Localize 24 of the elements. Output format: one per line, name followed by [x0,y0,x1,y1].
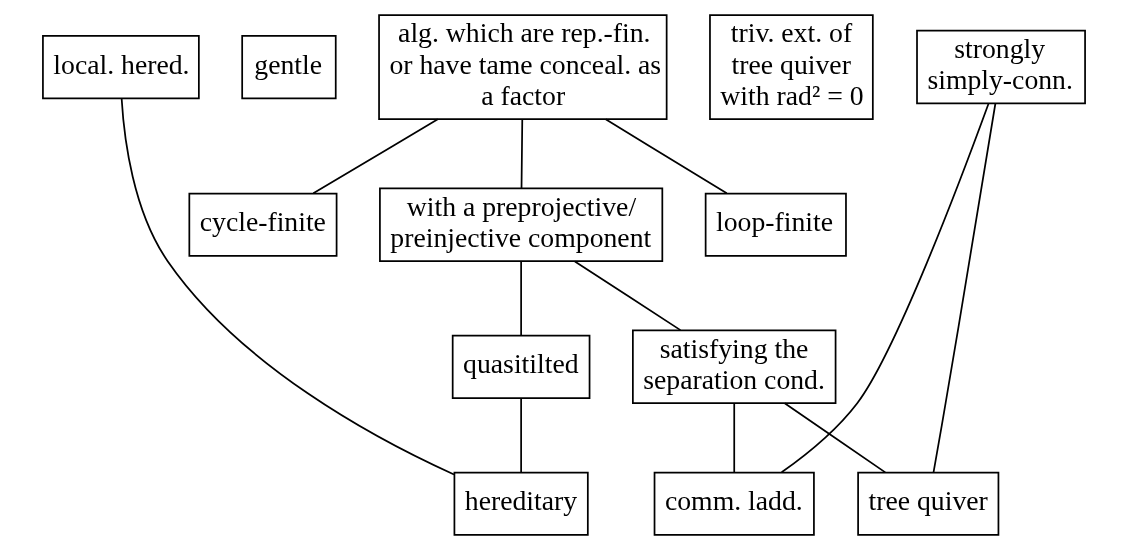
node-box: local. hered. [41,35,200,100]
node-box: with a preprojective/ preinjective component [378,187,663,262]
node-box: satisfying the separation cond. [631,329,836,405]
connector [311,118,439,194]
node-box: comm. ladd. [653,471,815,536]
connector [932,102,996,474]
connector [783,402,886,474]
node-box: loop-finite [704,192,847,257]
node-box: quasitilted [451,334,590,399]
connector [519,397,522,474]
node-box: alg. which are rep.-fin. or have tame conceal. as a factor [377,14,667,120]
connector [520,118,523,189]
connector [732,402,735,473]
node-box: tree quiver [856,471,999,536]
connector [120,98,455,476]
connector [604,118,728,194]
connector [780,102,989,474]
node-box: cycle-finite [187,192,337,257]
node-box: triv. ext. of tree quiver with rad² = 0 [708,14,874,120]
connector [573,260,681,331]
node-box: gentle [240,35,337,100]
node-box: hereditary [453,471,589,536]
connector [519,260,522,337]
node-box: strongly simply-conn. [915,29,1086,105]
